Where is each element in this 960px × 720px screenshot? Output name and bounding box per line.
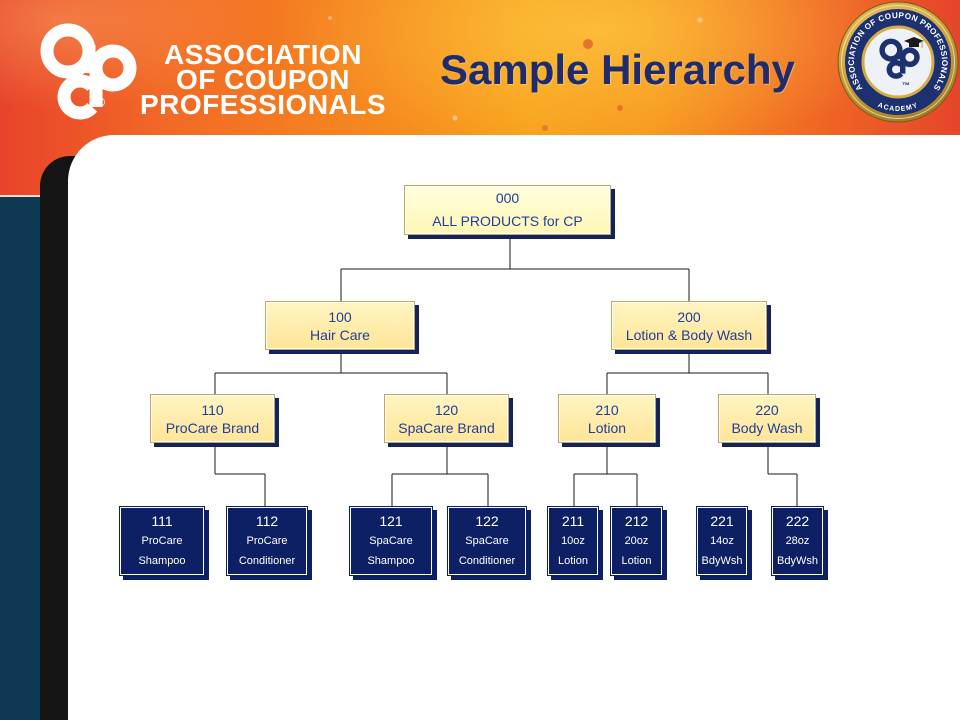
node-label: Lotion (587, 419, 627, 436)
brand-node-lotion: 210 Lotion (559, 395, 655, 442)
organization-name-line: OF COUPON (175, 64, 351, 95)
product-node-10oz-lotion: 211 10oz Lotion (548, 507, 598, 575)
product-node-28oz-body-wash: 222 28oz BdyWsh (772, 507, 823, 575)
node-label: Body Wash (731, 419, 803, 436)
brand-node-spacare: 120 SpaCare Brand (385, 395, 508, 442)
node-label: SpaCare Brand (398, 419, 495, 436)
node-line: ProCare (246, 535, 288, 547)
organization-name: ASSOCIATION OF COUPON PROFESSIONALS (132, 39, 394, 120)
organization-name-line: ASSOCIATION (164, 39, 362, 70)
node-code: 112 (255, 513, 279, 529)
registered-mark: ® (97, 97, 106, 109)
node-code: 222 (785, 513, 810, 529)
seal-bottom-text: ACADEMY (877, 102, 919, 113)
node-label: Lotion & Body Wash (625, 326, 753, 343)
seal-acp-mark-icon (879, 38, 920, 79)
sidebar-teal-bar (0, 195, 40, 720)
node-line: BdyWsh (777, 555, 818, 567)
node-code: 100 (328, 308, 352, 325)
category-node-lotion-body-wash: 200 Lotion & Body Wash (612, 302, 766, 349)
node-code: 110 (201, 401, 224, 418)
node-line: Shampoo (138, 555, 186, 567)
node-line: Conditioner (458, 555, 516, 567)
acp-academy-seal-icon: ASSOCIATION OF COUPON PROFESSIONALS ACAD… (837, 1, 959, 123)
product-node-spacare-shampoo: 121 SpaCare Shampoo (350, 507, 432, 575)
node-code: 121 (379, 513, 403, 529)
product-node-spacare-conditioner: 122 SpaCare Conditioner (448, 507, 526, 575)
product-node-procare-shampoo: 111 ProCare Shampoo (120, 507, 204, 575)
organization-name-line: PROFESSIONALS (139, 89, 387, 120)
node-code: 120 (434, 401, 459, 418)
product-node-14oz-body-wash: 221 14oz BdyWsh (697, 507, 747, 575)
product-node-20oz-lotion: 212 20oz Lotion (611, 507, 662, 575)
node-code: 122 (475, 513, 499, 529)
node-line: Lotion (558, 555, 588, 567)
node-line: ProCare (141, 535, 183, 547)
node-line: Conditioner (238, 555, 296, 567)
seal-trademark: ™ (902, 81, 910, 90)
product-node-procare-conditioner: 112 ProCare Conditioner (227, 507, 307, 575)
header-decoration (328, 16, 703, 131)
node-line: 20oz (624, 535, 649, 547)
node-line: BdyWsh (701, 555, 743, 567)
node-line: 10oz (561, 535, 585, 547)
node-code: 221 (710, 513, 734, 529)
node-line: 28oz (785, 535, 810, 547)
node-code: 211 (561, 513, 585, 529)
svg-text:ACADEMY: ACADEMY (877, 102, 920, 113)
node-code: 111 (151, 513, 173, 529)
node-line: SpaCare (369, 535, 413, 547)
node-line: 14oz (710, 535, 734, 547)
root-node-all-products: 000 ALL PRODUCTS for CP (405, 186, 610, 234)
node-code: 000 (495, 190, 520, 206)
node-label: ALL PRODUCTS for CP (432, 213, 583, 229)
node-label: Hair Care (310, 326, 370, 343)
node-line: Lotion (621, 555, 652, 567)
node-code: 212 (624, 513, 649, 529)
acp-logo-icon (40, 23, 137, 120)
node-code: 210 (595, 401, 619, 418)
node-line: Shampoo (367, 555, 415, 567)
node-line: SpaCare (465, 535, 509, 547)
node-label: ProCare Brand (165, 419, 260, 436)
graduation-cap-icon (904, 37, 924, 48)
brand-node-procare: 110 ProCare Brand (151, 395, 274, 442)
category-node-hair-care: 100 Hair Care (266, 302, 414, 349)
page-title: Sample Hierarchy (440, 46, 795, 93)
brand-node-body-wash: 220 Body Wash (719, 395, 815, 442)
node-code: 220 (755, 401, 779, 418)
node-code: 200 (677, 308, 701, 325)
